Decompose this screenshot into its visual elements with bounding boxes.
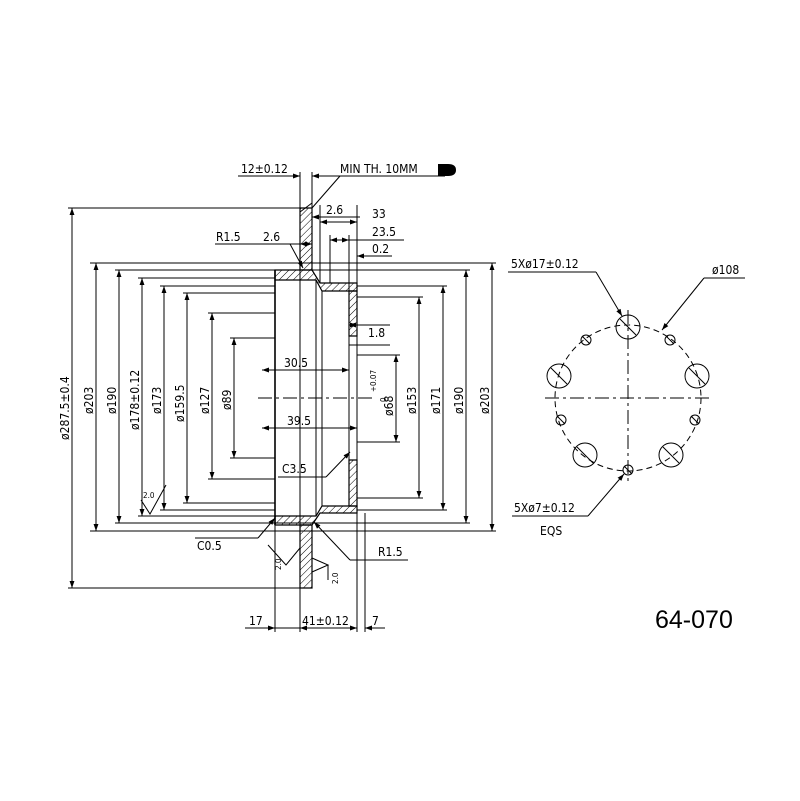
dim-7: 7 bbox=[372, 614, 379, 628]
chamfer-c3-5: C3.5 bbox=[282, 462, 307, 476]
finish-2-0-a: 2.0 bbox=[143, 491, 155, 500]
dim-17: 17 bbox=[249, 614, 263, 628]
finish-symbol-left bbox=[140, 484, 167, 515]
dim-d203-left: ø203 bbox=[82, 387, 96, 414]
dim-41: 41±0.12 bbox=[302, 614, 349, 628]
hat-face-top bbox=[348, 290, 358, 337]
pcd-label: ø108 bbox=[712, 263, 739, 277]
finish-2-0-b: 2.0 bbox=[274, 558, 283, 570]
dim-d68-tol-lower: 0 bbox=[379, 397, 388, 402]
dim-d203-right: ø203 bbox=[478, 387, 492, 414]
dim-0-2: 0.2 bbox=[372, 242, 389, 256]
dim-d178: ø178±0.12 bbox=[128, 370, 142, 430]
small-holes bbox=[555, 334, 701, 476]
dim-39-5: 39.5 bbox=[287, 414, 311, 428]
dim-d173: ø173 bbox=[150, 387, 164, 414]
dim-1-8: 1.8 bbox=[368, 326, 385, 340]
dim-d190-right: ø190 bbox=[452, 387, 466, 414]
dim-d190-left: ø190 bbox=[105, 387, 119, 414]
min-thickness-symbol bbox=[438, 164, 456, 176]
dim-2-6-b: 2.6 bbox=[263, 230, 280, 244]
dim-d159-5: ø159.5 bbox=[173, 385, 187, 423]
finish-2-0-c: 2.0 bbox=[331, 572, 340, 584]
min-thickness-label: MIN TH. 10MM bbox=[340, 162, 418, 176]
friction-ring-bottom bbox=[299, 524, 313, 589]
dim-30-5: 30.5 bbox=[284, 356, 308, 370]
friction-ring-top bbox=[299, 207, 313, 271]
dim-d171: ø171 bbox=[429, 387, 443, 414]
dim-d68-tol-upper: +0.07 bbox=[369, 370, 378, 392]
dim-r1-5-top: R1.5 bbox=[216, 230, 241, 244]
chamfer-c0-5: C0.5 bbox=[197, 539, 222, 553]
dim-d127: ø127 bbox=[198, 387, 212, 414]
eqs-label: EQS bbox=[540, 524, 562, 538]
dim-d68: ø68 bbox=[382, 396, 396, 416]
dim-r1-5-bottom: R1.5 bbox=[378, 545, 403, 559]
hat-face-bottom bbox=[348, 459, 358, 507]
dim-d89: ø89 bbox=[220, 390, 234, 410]
bolt-pattern-view bbox=[508, 271, 745, 517]
dim-33: 33 bbox=[372, 207, 386, 221]
large-holes-label: 5Xø17±0.12 bbox=[511, 257, 579, 271]
labels: 12±0.12 MIN TH. 10MM 2.6 33 23.5 0.2 R1.… bbox=[58, 162, 739, 634]
small-holes-label: 5Xø7±0.12 bbox=[514, 501, 575, 515]
section-view bbox=[68, 164, 496, 632]
dim-d287-5: ø287.5±0.4 bbox=[58, 376, 72, 440]
drawing-frame bbox=[55, 158, 745, 636]
large-bolt-holes bbox=[546, 314, 710, 468]
part-number: 64-070 bbox=[655, 606, 733, 634]
thickness-label: 12±0.12 bbox=[241, 162, 288, 176]
dim-d153: ø153 bbox=[405, 387, 419, 414]
dim-2-6-a: 2.6 bbox=[326, 203, 343, 217]
dim-23-5: 23.5 bbox=[372, 225, 396, 239]
finish-symbol-bottom-left bbox=[267, 544, 301, 566]
